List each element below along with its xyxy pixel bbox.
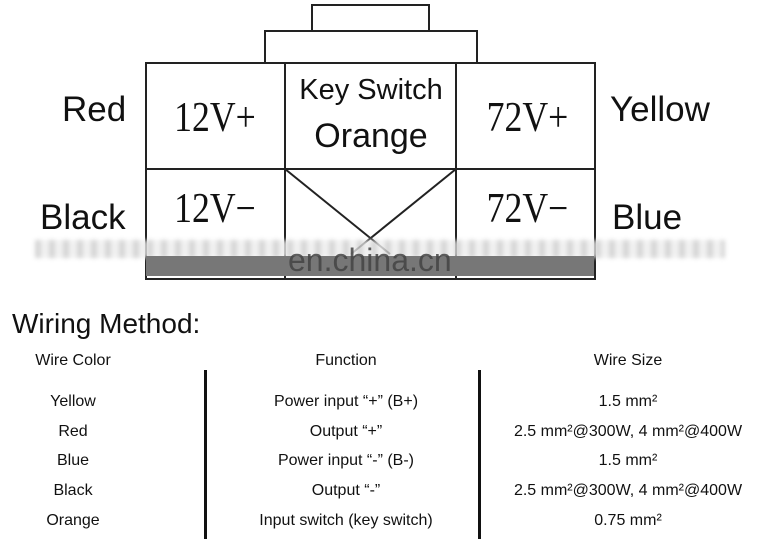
cell-wire-color: Blue	[56, 452, 90, 470]
cell-12v-minus: 12V−	[174, 186, 256, 232]
watermark: en.china.cn	[288, 242, 452, 278]
gray-band	[146, 256, 594, 276]
cell-72v-minus: 72V−	[486, 186, 569, 232]
column-divider	[204, 370, 207, 539]
cell-function: Power input “+” (B+)	[273, 393, 419, 410]
label-black: Black	[40, 198, 126, 237]
header-wire-size: Wire Size	[593, 352, 663, 369]
cell-orange: Orange	[314, 117, 428, 155]
cell-divider	[455, 62, 457, 280]
cell-function: Power input “-” (B-)	[277, 452, 415, 470]
blank-cell-cross	[285, 169, 456, 255]
cell-wire-color: Orange	[46, 511, 100, 529]
cell-divider	[284, 62, 286, 280]
cell-function: Output “+”	[309, 422, 383, 440]
blur-band	[35, 240, 725, 258]
cell-function: Output “-”	[311, 482, 381, 500]
cell-key-switch: Key Switch	[299, 74, 443, 106]
connector-top-tab	[311, 4, 430, 32]
cell-wire-size: 1.5 mm²	[598, 452, 658, 470]
cell-12v-plus: 12V+	[174, 95, 256, 141]
label-yellow: Yellow	[610, 90, 710, 129]
cell-72v-plus: 72V+	[486, 95, 569, 141]
cell-wire-size: 0.75 mm²	[594, 511, 662, 529]
cell-wire-size: 2.5 mm²@300W, 4 mm²@400W	[513, 422, 743, 440]
label-blue: Blue	[612, 198, 683, 237]
connector-shoulder	[264, 30, 478, 65]
cell-wire-size: 2.5 mm²@300W, 4 mm²@400W	[513, 482, 743, 500]
cell-wire-color: Black	[53, 482, 93, 500]
label-red: Red	[62, 90, 127, 129]
cell-function: Input switch (key switch)	[259, 511, 433, 529]
section-title: Wiring Method:	[12, 308, 201, 339]
column-divider	[478, 370, 481, 539]
row-divider	[145, 168, 596, 170]
header-function: Function	[315, 352, 377, 369]
cell-wire-size: 1.5 mm²	[598, 393, 658, 410]
cell-wire-color: Red	[58, 422, 88, 440]
header-wire-color: Wire Color	[35, 352, 111, 369]
cell-wire-color: Yellow	[50, 393, 96, 410]
